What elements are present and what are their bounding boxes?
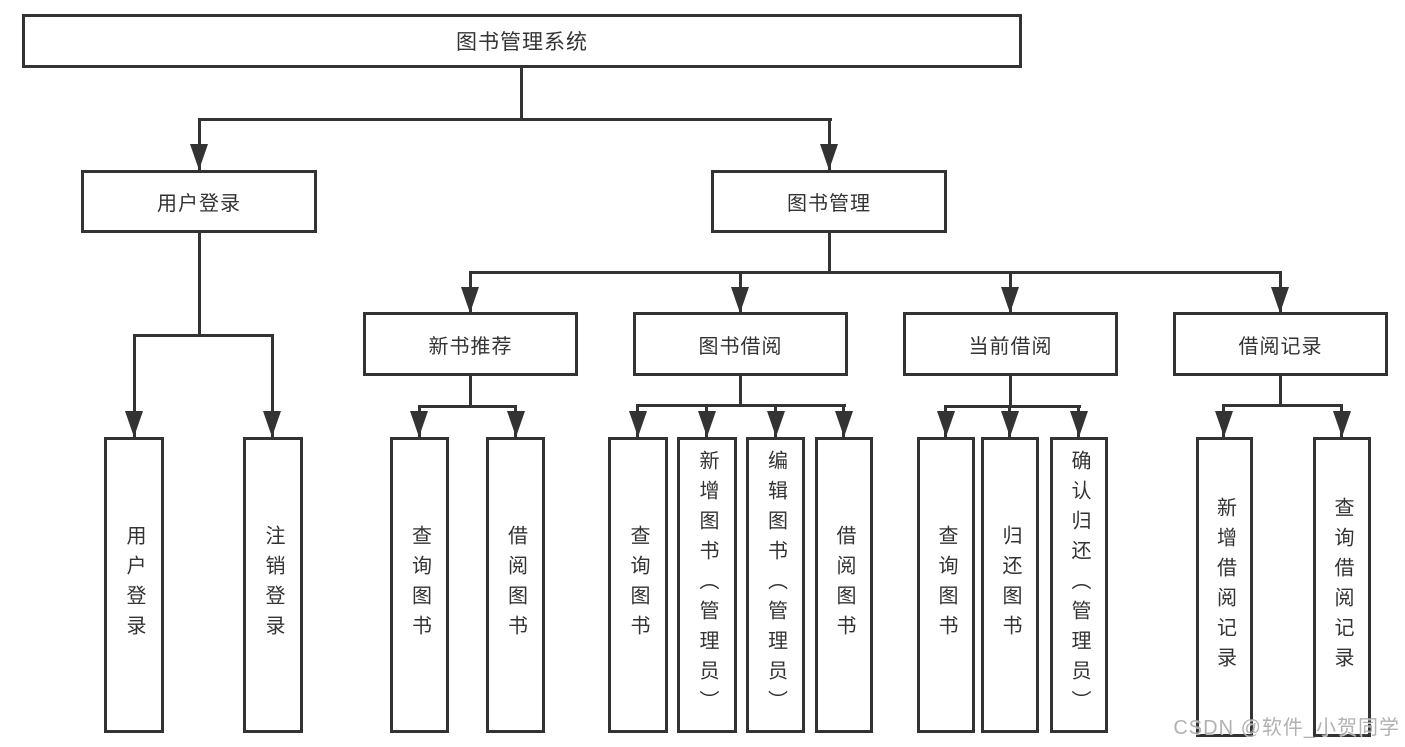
arrowhead-leaf-query-3 (937, 411, 955, 437)
leaf-return-books: 归还图书 (981, 437, 1039, 733)
arrowhead-leaf-logout (263, 411, 281, 437)
node-book-borrow: 图书借阅 (633, 312, 848, 376)
leaf-edit-book-admin-label: 编辑图书（管理员） (764, 450, 787, 720)
edge-current-borrow-splitter (944, 405, 1081, 408)
leaf-confirm-return-admin-label: 确认归还（管理员） (1068, 450, 1090, 720)
leaf-add-book-admin-label: 新增图书（管理员） (696, 450, 718, 720)
edge-root-splitter (198, 118, 832, 121)
arrowhead-leaf-return (1001, 411, 1019, 437)
arrowhead-new-book (461, 287, 479, 313)
node-new-book-recommend: 新书推荐 (363, 312, 578, 376)
csdn-watermark: CSDN @软件_小贺同学 (1173, 717, 1400, 739)
edge-book-management-splitter (469, 271, 1282, 274)
leaf-borrow-books-2: 借阅图书 (815, 437, 873, 733)
arrowhead-current-borrow (1001, 287, 1019, 313)
leaf-query-borrow-record-label: 查询借阅记录 (1331, 497, 1353, 677)
node-library-management-system: 图书管理系统 (22, 14, 1022, 68)
arrowhead-user-login (190, 144, 208, 170)
leaf-add-book-admin: 新增图书（管理员） (677, 437, 737, 733)
arrowhead-book-borrow (731, 287, 749, 313)
arrowhead-leaf-add-record (1215, 411, 1233, 437)
leaf-query-books-2-label: 查询图书 (627, 525, 649, 645)
leaf-query-borrow-record: 查询借阅记录 (1313, 437, 1371, 737)
node-book-management: 图书管理 (711, 170, 947, 233)
leaf-logout-label: 注销登录 (262, 525, 284, 645)
node-borrow-record: 借阅记录 (1173, 312, 1388, 376)
edge-book-borrow-trunk (739, 376, 742, 406)
arrowhead-leaf-edit-book (767, 411, 785, 437)
arrowhead-leaf-borrow-1 (507, 411, 525, 437)
edge-borrow-record-trunk (1279, 376, 1282, 406)
leaf-add-borrow-record-label: 新增借阅记录 (1213, 497, 1236, 677)
leaf-borrow-books-1: 借阅图书 (486, 437, 545, 733)
arrowhead-leaf-query-record (1333, 411, 1351, 437)
edge-to-leaf-user-login (133, 334, 136, 437)
leaf-query-books-3: 查询图书 (917, 437, 975, 733)
edge-new-book-splitter (418, 405, 517, 408)
arrowhead-leaf-borrow-2 (835, 411, 853, 437)
edge-user-login-splitter (133, 334, 274, 337)
leaf-borrow-books-2-label: 借阅图书 (833, 525, 855, 645)
node-current-borrow: 当前借阅 (903, 312, 1118, 376)
edge-new-book-trunk (469, 376, 472, 407)
edge-current-borrow-trunk (1009, 376, 1012, 407)
edge-root-trunk (520, 67, 523, 118)
edge-to-leaf-logout (271, 334, 274, 437)
arrowhead-leaf-add-book (698, 411, 716, 437)
leaf-user-login: 用户登录 (104, 437, 164, 733)
edge-book-borrow-splitter (636, 404, 846, 407)
leaf-query-books-1-label: 查询图书 (408, 525, 431, 645)
leaf-query-books-2: 查询图书 (608, 437, 668, 733)
arrowhead-leaf-query-1 (410, 411, 428, 437)
leaf-query-books-3-label: 查询图书 (935, 525, 957, 645)
edge-user-login-trunk (198, 233, 201, 337)
arrowhead-borrow-record (1271, 287, 1289, 313)
leaf-query-books-1: 查询图书 (390, 437, 449, 733)
leaf-edit-book-admin: 编辑图书（管理员） (746, 437, 805, 733)
node-user-login: 用户登录 (81, 170, 317, 233)
arrowhead-leaf-user-login (125, 411, 143, 437)
arrowhead-leaf-confirm-return (1070, 411, 1088, 437)
leaf-add-borrow-record: 新增借阅记录 (1196, 437, 1253, 737)
leaf-return-books-label: 归还图书 (999, 525, 1021, 645)
leaf-confirm-return-admin: 确认归还（管理员） (1050, 437, 1108, 733)
leaf-logout: 注销登录 (243, 437, 303, 733)
leaf-user-login-label: 用户登录 (123, 525, 145, 645)
arrowhead-leaf-query-2 (629, 411, 647, 437)
leaf-borrow-books-1-label: 借阅图书 (504, 525, 527, 645)
edge-borrow-record-splitter (1222, 404, 1343, 407)
arrowhead-book-management (820, 144, 838, 170)
edge-book-management-trunk (828, 233, 831, 274)
